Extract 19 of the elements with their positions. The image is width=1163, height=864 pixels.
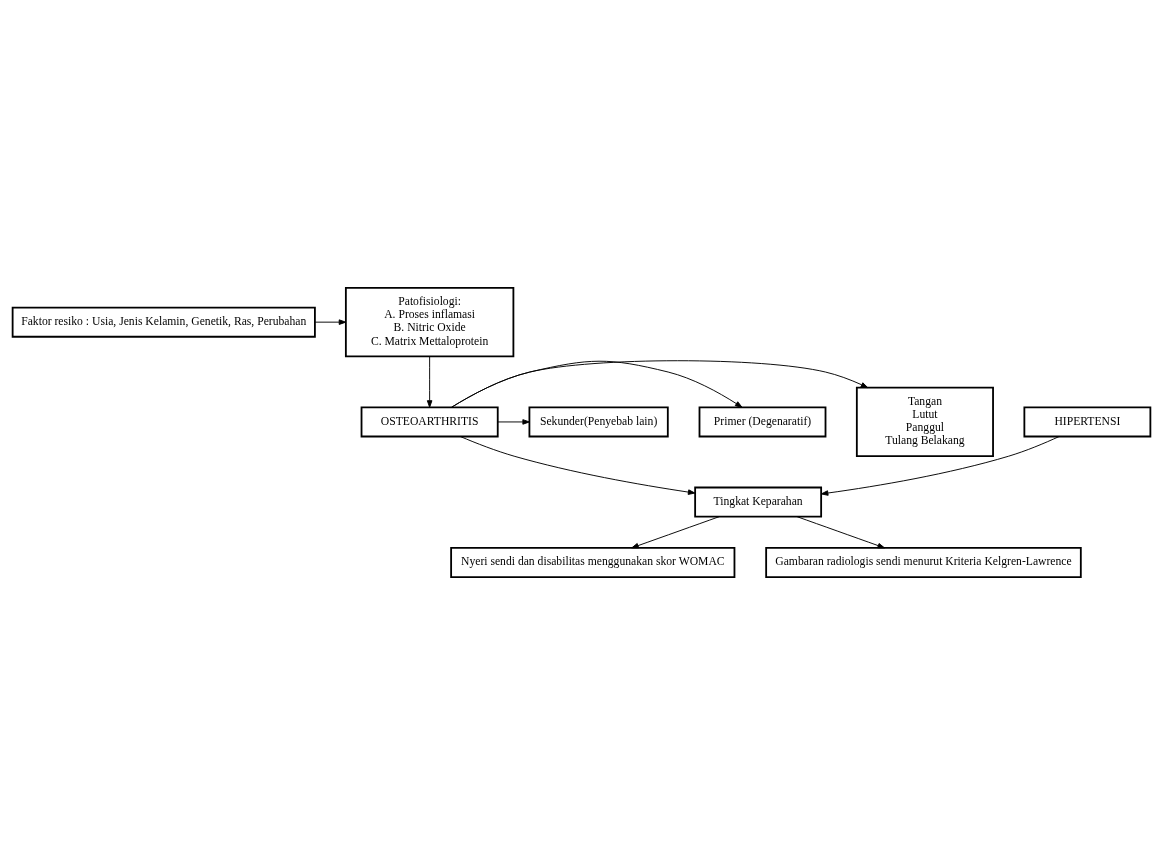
node-box: Faktor resiko : Usia, Jenis Kelamin, Genetik, Ras, Perubahan (11, 306, 316, 338)
node-box: Nyeri sendi dan disabilitas menggunakan skor WOMAC (450, 546, 736, 578)
arrow (820, 435, 1060, 496)
node-box: Tingkat Keparahan (694, 486, 823, 518)
arrow (451, 360, 743, 408)
arrow (314, 318, 347, 325)
node-box: Sekunder(Penyebab lain) (528, 405, 669, 437)
node-box: Patofisiologi: A. Proses inflamasi B. Nitric Oxide C. Matrix Mettaloprotein (344, 286, 515, 357)
arrow (497, 418, 530, 425)
node-box: Tangan Lutut Panggul Tulang Belakang (855, 386, 994, 457)
arrow (459, 435, 696, 495)
arrow (426, 355, 433, 408)
arrow (631, 515, 720, 548)
arrow (796, 515, 885, 548)
node-box: OSTEOARTHRITIS (360, 405, 499, 437)
node-box: Gambaran radiologis sendi menurut Kriteria Kelgren-Lawrence (765, 546, 1082, 578)
node-box: Primer (Degenaratif) (698, 405, 827, 437)
arrow (451, 359, 869, 408)
node-box: HIPERTENSI (1023, 405, 1152, 437)
